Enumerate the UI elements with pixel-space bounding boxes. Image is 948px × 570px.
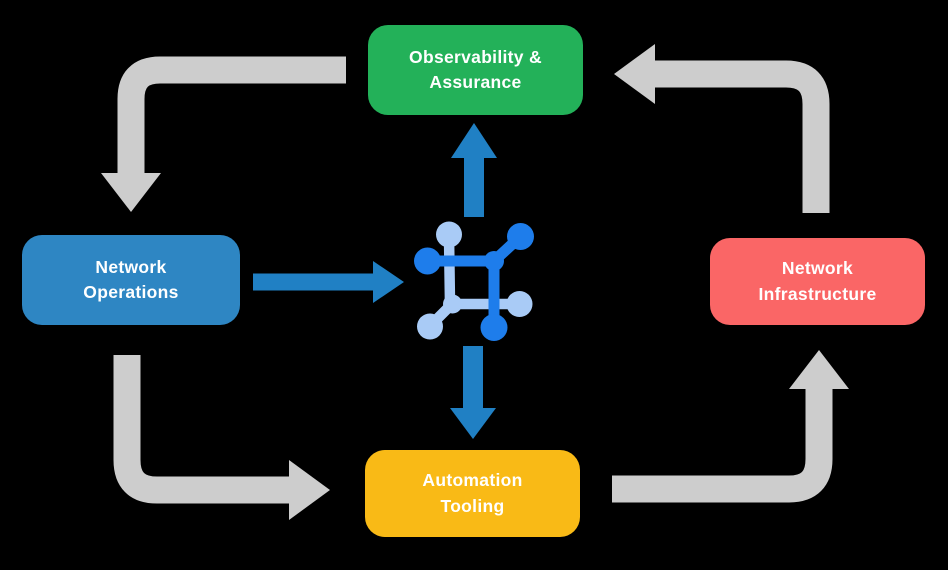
network-mesh-icon-dark-nodes: [414, 223, 534, 341]
icon-light-junction: [443, 294, 462, 314]
gray-cycle-arrow-shafts: [113, 56, 833, 504]
node-network-infrastructure-label: Network Infrastructure: [758, 258, 877, 304]
arrow-operations-to-automation-shaft: [113, 355, 292, 504]
arrow-operations-to-icon-head: [373, 261, 404, 303]
node-network-operations-label: Network Operations: [83, 256, 179, 302]
arrow-operations-to-automation-head: [289, 460, 330, 520]
arrow-observability-to-operations-head: [101, 173, 161, 212]
gray-cycle-arrowheads: [101, 44, 849, 520]
arrow-observability-to-operations-shaft: [117, 56, 346, 176]
network-mesh-icon-light-nodes: [417, 221, 533, 340]
icon-dark-junction: [484, 251, 504, 271]
icon-dark-node-top-right: [507, 223, 534, 250]
arrow-icon-to-automation-head: [450, 408, 496, 439]
blue-arrowheads: [373, 123, 497, 439]
icon-dark-node-bottom: [480, 314, 508, 341]
icon-light-node-right: [506, 291, 533, 317]
node-network-operations: Network Operations: [22, 235, 240, 325]
network-mesh-icon: [414, 221, 534, 341]
node-observability-assurance: Observability & Assurance: [368, 25, 583, 115]
arrow-icon-to-observability-head: [451, 123, 497, 158]
arrow-infrastructure-to-observability-shaft: [652, 60, 830, 213]
arrow-infrastructure-to-observability-head: [614, 44, 655, 104]
node-network-infrastructure: Network Infrastructure: [710, 238, 925, 325]
icon-light-node-bottom-left: [417, 313, 443, 340]
node-automation-tooling: Automation Tooling: [365, 450, 580, 537]
icon-dark-node-left: [414, 247, 441, 275]
blue-arrow-shafts: [253, 156, 484, 410]
arrow-automation-to-infrastructure-shaft: [612, 386, 833, 503]
arrow-automation-to-infrastructure-head: [789, 350, 849, 389]
node-observability-assurance-label: Observability & Assurance: [409, 46, 542, 92]
icon-light-node-top: [436, 221, 462, 248]
node-automation-tooling-label: Automation Tooling: [422, 470, 523, 516]
